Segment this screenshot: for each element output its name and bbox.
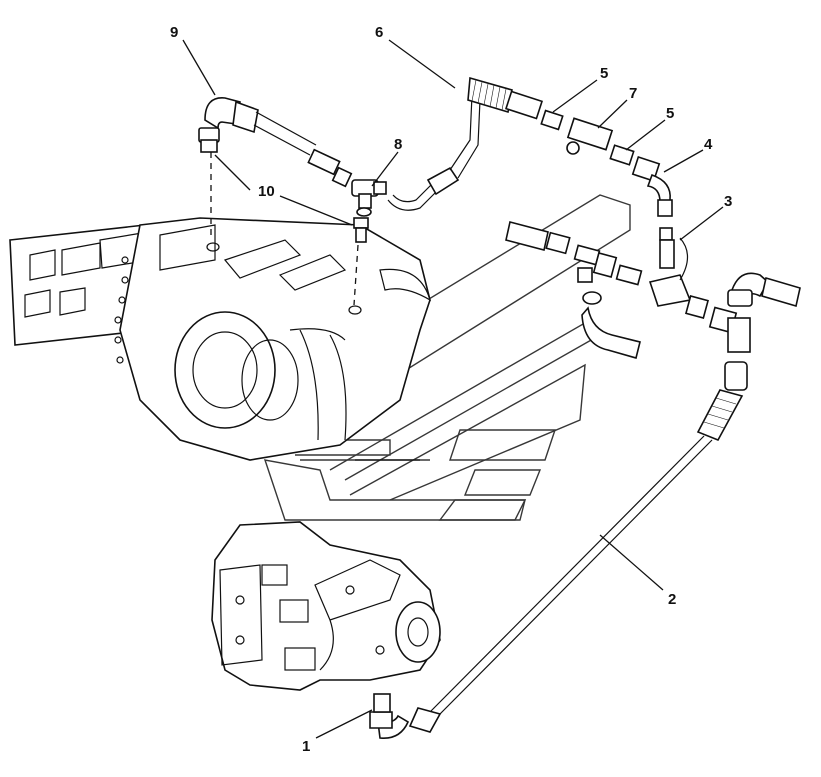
hose-assembly-7 xyxy=(387,76,544,211)
leader-line-3 xyxy=(679,206,724,241)
hose-left-branch xyxy=(505,221,641,359)
hose-assembly-9 xyxy=(198,97,353,188)
callout-5-lower: 5 xyxy=(666,105,674,122)
callout-9: 9 xyxy=(170,24,178,41)
leader-line-8 xyxy=(371,151,399,187)
leader-line-4 xyxy=(663,149,704,173)
leader-line-7 xyxy=(388,39,456,89)
callout-2: 2 xyxy=(668,591,676,608)
leader-line-10a xyxy=(214,154,251,191)
leader-line-1 xyxy=(315,709,373,739)
callout-10: 10 xyxy=(258,183,275,200)
valve-3 xyxy=(615,237,738,334)
callout-3: 3 xyxy=(724,193,732,210)
leader-line-5b xyxy=(625,119,666,151)
leader-line-2 xyxy=(599,534,664,591)
callout-4: 4 xyxy=(704,136,713,153)
fitting-5-upper xyxy=(540,109,564,131)
hydraulic-pump xyxy=(211,521,441,691)
transmission-housing xyxy=(9,217,431,461)
leader-line-5a xyxy=(552,79,598,113)
leader-line-9 xyxy=(182,39,216,96)
callout-1: 1 xyxy=(302,738,310,755)
tee-fitting-8 xyxy=(351,179,387,217)
callout-6: 7 xyxy=(629,85,637,102)
fitting-5-lower xyxy=(609,144,635,166)
callout-5-upper: 5 xyxy=(600,65,608,82)
fitting-6 xyxy=(566,117,614,155)
leader-line-6 xyxy=(597,99,628,129)
adapter-fitting-10 xyxy=(353,217,369,243)
callout-8: 8 xyxy=(394,136,402,153)
hose-assembly-4 xyxy=(631,156,673,241)
leader-line-10b xyxy=(279,195,353,226)
hose-assembly-2 xyxy=(369,361,748,739)
hose-right-upper xyxy=(727,272,801,353)
callout-7: 6 xyxy=(375,24,383,41)
